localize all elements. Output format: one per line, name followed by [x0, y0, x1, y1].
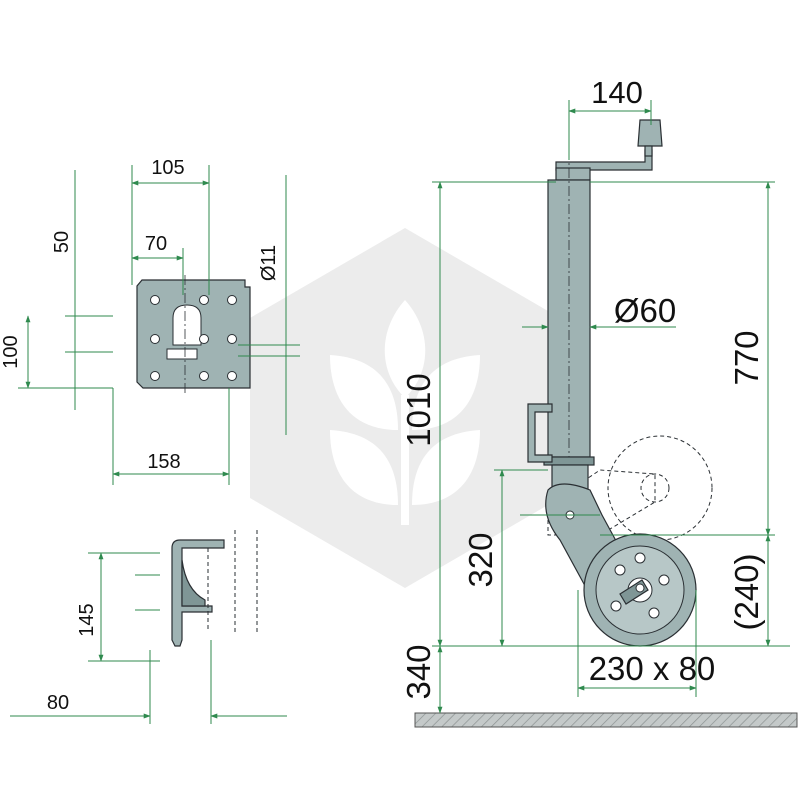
crank-handle — [555, 119, 663, 171]
dim-plate-width-top: 105 — [151, 157, 184, 179]
dim-retracted-clearance: (240) — [728, 553, 765, 630]
mounting-plate-front-view — [136, 275, 251, 395]
dim-tube-length: 770 — [728, 330, 765, 385]
dim-crank-offset: 140 — [591, 75, 643, 110]
dim-tube-diameter: Ø60 — [614, 292, 676, 329]
dim-side-bracket-height: 145 — [76, 603, 98, 636]
side-bracket-view — [135, 530, 258, 647]
jockey-wheel — [583, 533, 697, 647]
dim-total-height: 1010 — [400, 373, 437, 446]
dim-plate-hole-vertical: 100 — [0, 335, 22, 368]
plate-mounting-holes — [150, 295, 237, 381]
side-bracket-dimensions: 145 80 — [10, 552, 287, 724]
jockey-wheel-dimensions: 140 Ø60 1010 770 320 (240) 230 x 80 340 — [400, 75, 790, 714]
outer-tube — [543, 150, 595, 520]
dim-bracket-height: 320 — [462, 532, 499, 587]
ground-hatch — [414, 712, 798, 728]
dim-plate-hole-spacing: 70 — [145, 233, 167, 255]
mounting-plate-dimensions: 105 70 50 100 Ø11 158 — [0, 157, 300, 485]
wheat-leaf-hexagon-icon — [250, 228, 560, 588]
tube-clamp-bracket — [527, 403, 553, 463]
dim-plate-top-offset: 50 — [51, 231, 73, 253]
retracted-wheel-outline — [547, 435, 713, 541]
dim-side-bracket-depth: 80 — [47, 692, 69, 714]
dim-wheel-size: 230 x 80 — [589, 650, 716, 687]
dim-ground-clearance: 340 — [400, 644, 437, 699]
dim-hole-diameter: Ø11 — [258, 245, 280, 281]
dim-plate-width-bottom: 158 — [147, 451, 180, 473]
